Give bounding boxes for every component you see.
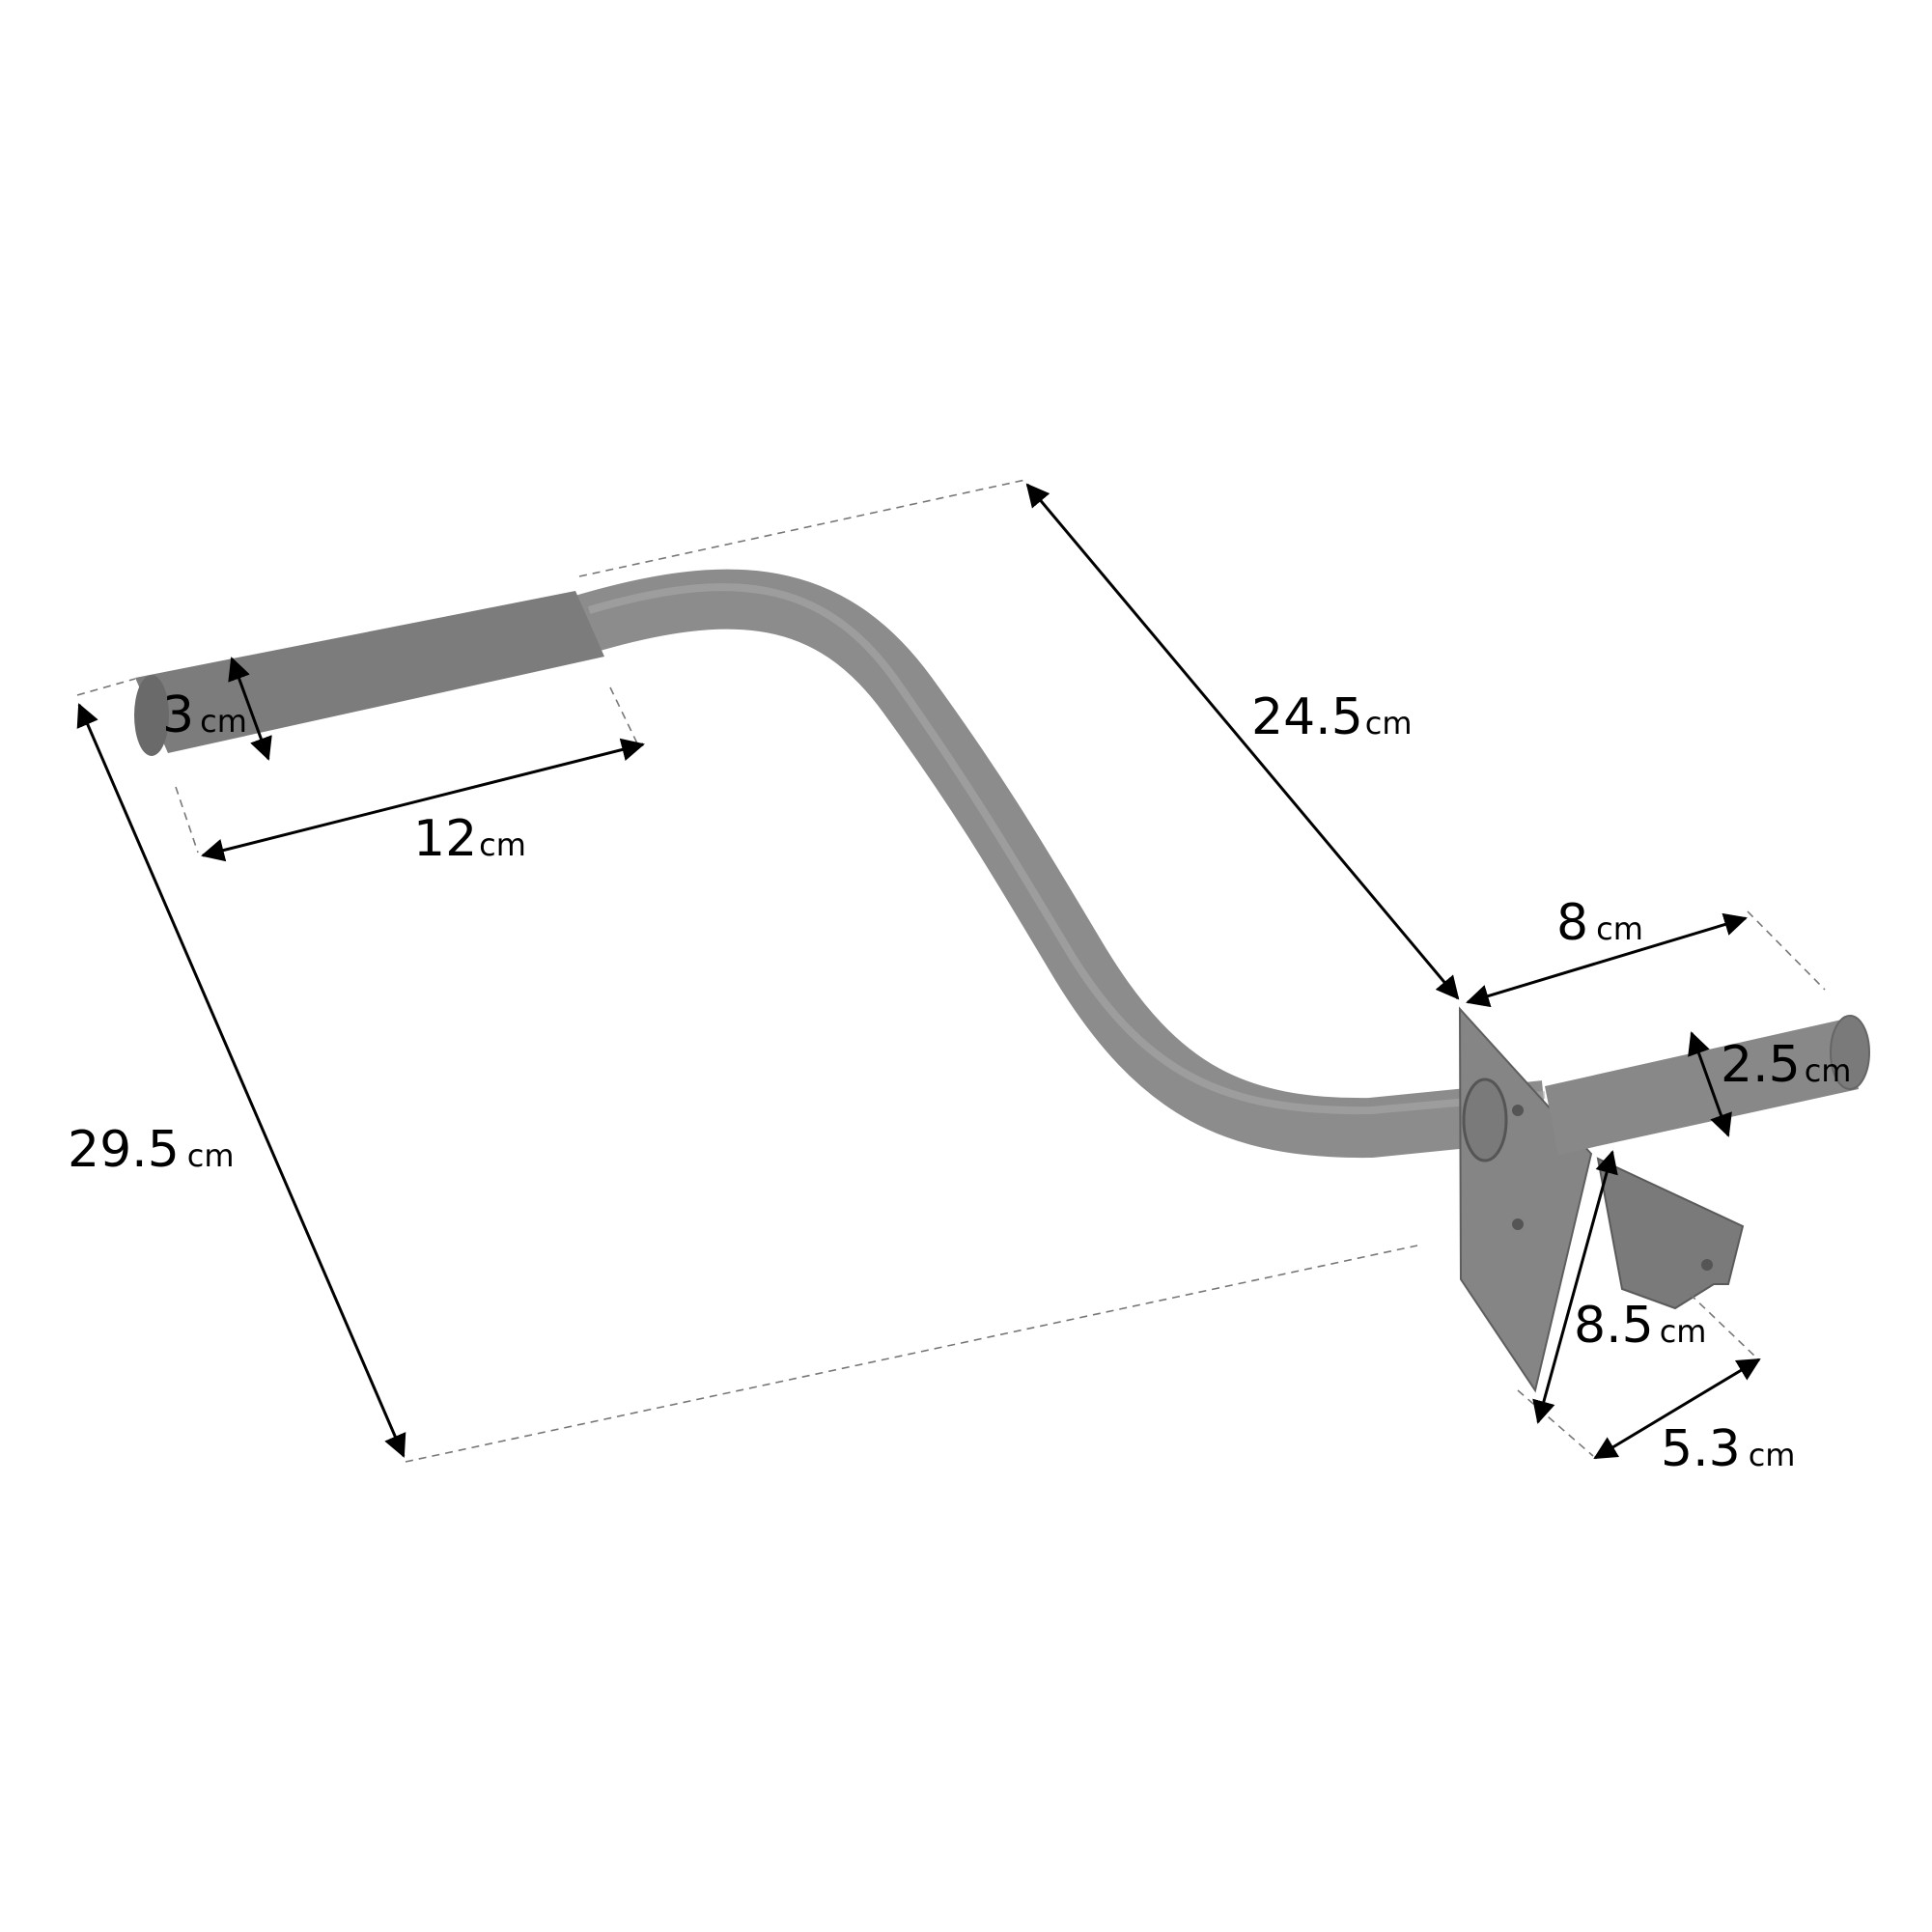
front-mount-plate	[1458, 1006, 1593, 1393]
rear-mount-plate	[1596, 1157, 1745, 1310]
collar-ring	[1462, 1078, 1508, 1162]
arrow-plate-width	[1593, 1358, 1761, 1460]
arrow-mount-length	[1466, 912, 1748, 1008]
plate-hole	[1512, 1105, 1524, 1116]
mount-tube-end	[1830, 1015, 1870, 1090]
bent-tube	[571, 569, 1549, 1159]
arrow-mount-diameter	[1688, 1031, 1732, 1137]
arrow-plate-height	[1532, 1150, 1618, 1424]
label-grip-length: 12cm	[413, 810, 526, 868]
extension-lines	[76, 479, 1826, 1463]
plate-hole	[1512, 1218, 1524, 1230]
bent-tube-highlight	[587, 583, 1546, 1115]
arrow-grip-length	[201, 738, 645, 862]
dimension-arrows	[76, 483, 1761, 1460]
plate-hole	[1701, 1259, 1713, 1271]
handle-bar	[134, 569, 1870, 1393]
label-reach: 24.5cm	[1251, 688, 1413, 746]
arrow-total-depth	[76, 703, 406, 1458]
arrow-reach	[1025, 483, 1460, 1000]
arrow-grip-diameter	[228, 657, 272, 761]
